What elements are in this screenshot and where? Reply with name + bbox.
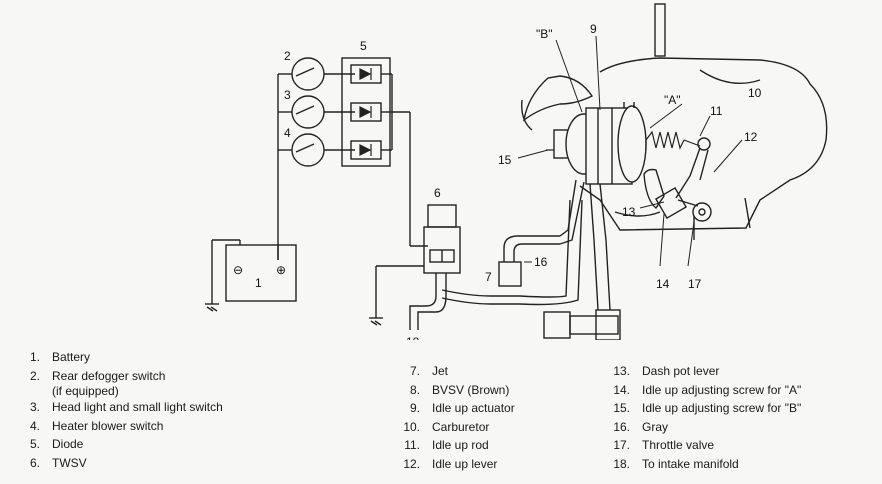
battery-plus-icon: ⊕ xyxy=(276,263,286,277)
callout-quote-a: "A" xyxy=(664,93,681,107)
legend-column-1: 1. Battery 2. Rear defogger switch (if e… xyxy=(14,348,223,472)
battery-minus-icon: ⊖ xyxy=(233,263,243,277)
callout-7: 7 xyxy=(485,270,492,284)
legend-number: 4. xyxy=(29,418,40,433)
callout-15: 15 xyxy=(498,153,512,167)
legend-text: Head light and small light switch xyxy=(52,400,223,414)
legend-column-3: 13. Dash pot lever 14. Idle up adjusting… xyxy=(604,362,801,473)
legend-text: Throttle valve xyxy=(642,438,715,452)
light-switch xyxy=(291,95,325,129)
legend-item: 14. Idle up adjusting screw for "A" xyxy=(604,381,801,400)
legend-item: 10. Carburetor xyxy=(394,418,515,437)
legend-number: 14. xyxy=(613,382,630,397)
legend-text: Idle up adjusting screw for "B" xyxy=(642,401,802,415)
legend-item: 8. BVSV (Brown) xyxy=(394,381,515,400)
legend-number: 1. xyxy=(29,350,40,364)
bvsv-valve xyxy=(543,309,621,340)
callout-quote-b: "B" xyxy=(536,27,553,41)
legend-number: 7. xyxy=(409,364,420,378)
legend-item: 17. Throttle valve xyxy=(604,436,801,455)
idle-up-actuator xyxy=(553,102,647,185)
legend-item: 3. Head light and small light switch xyxy=(14,398,223,417)
legend-item: 15. Idle up adjusting screw for "B" xyxy=(604,399,801,418)
legend-item: 11. Idle up rod xyxy=(394,436,515,455)
callout-18: 18 xyxy=(406,335,420,340)
callout-4: 4 xyxy=(284,126,291,140)
legend-column-2: 7. Jet 8. BVSV (Brown) 9. Idle up actuat… xyxy=(394,362,515,474)
battery xyxy=(205,239,297,312)
legend-text: Jet xyxy=(432,364,449,378)
legend-text: BVSV (Brown) xyxy=(432,382,510,397)
legend-item: 5. Diode xyxy=(14,435,223,454)
legend-number: 15. xyxy=(613,401,630,415)
throttle-linkage xyxy=(643,137,712,240)
legend-text: Rear defogger switch (if equipped) xyxy=(52,367,165,399)
legend-number: 16. xyxy=(613,419,630,434)
legend-text: Carburetor xyxy=(432,419,490,434)
callout-11: 11 xyxy=(710,104,723,118)
legend-text: Idle up rod xyxy=(432,438,489,452)
legend-text: To intake manifold xyxy=(642,456,739,471)
legend-number: 9. xyxy=(409,401,420,415)
heater-blower-switch xyxy=(291,133,325,167)
callout-17: 17 xyxy=(688,277,702,291)
legend-text-line1: Rear defogger switch xyxy=(52,368,166,383)
legend-item: 9. Idle up actuator xyxy=(394,399,515,418)
legend-number: 11. xyxy=(404,438,420,452)
legend-number: 10. xyxy=(403,419,420,434)
legend-item: 18. To intake manifold xyxy=(604,455,801,474)
legend-number: 6. xyxy=(29,455,40,470)
twsv-valve xyxy=(369,204,461,326)
legend-text: Gray xyxy=(642,419,669,434)
legend-item: 13. Dash pot lever xyxy=(604,362,801,381)
callout-10: 10 xyxy=(748,86,762,100)
callout-14: 14 xyxy=(656,277,670,291)
legend-text: Idle up adjusting screw for "A" xyxy=(642,382,802,397)
legend-text: Dash pot lever xyxy=(642,364,720,378)
diode-symbols xyxy=(359,68,372,156)
legend-item: 16. Gray xyxy=(604,418,801,437)
legend-number: 17. xyxy=(613,438,630,452)
callout-5: 5 xyxy=(360,39,367,53)
callout-6: 6 xyxy=(434,186,441,200)
callout-16: 16 xyxy=(534,255,548,269)
legend-text-line2: (if equipped) xyxy=(52,384,119,398)
vacuum-hoses xyxy=(409,179,611,330)
legend-number: 18. xyxy=(613,456,630,471)
switch-circuit xyxy=(277,57,428,260)
legend-item: 7. Jet xyxy=(394,362,515,381)
legend-item: 6. TWSV xyxy=(14,454,223,473)
legend-item: 1. Battery xyxy=(14,348,223,367)
legend-text: Idle up actuator xyxy=(432,401,515,415)
legend-number: 5. xyxy=(29,437,40,451)
leader-lines xyxy=(517,35,743,267)
legend-item: 12. Idle up lever xyxy=(394,455,515,474)
legend-item: 4. Heater blower switch xyxy=(14,417,223,436)
idle-up-system-diagram: ⊖ ⊕ xyxy=(205,3,828,340)
legend-text: Heater blower switch xyxy=(52,418,164,433)
legend-number: 12. xyxy=(403,456,420,471)
legend-item: 2. Rear defogger switch (if equipped) xyxy=(14,367,223,399)
callout-1: 1 xyxy=(255,276,262,290)
legend-text: Battery xyxy=(52,350,91,364)
callout-2: 2 xyxy=(284,49,291,63)
carburetor-body xyxy=(521,3,828,231)
legend-text: TWSV xyxy=(52,455,87,470)
callout-13: 13 xyxy=(622,205,636,219)
callout-12: 12 xyxy=(744,130,758,144)
callout-3: 3 xyxy=(284,88,291,102)
legend-number: 3. xyxy=(29,400,40,414)
legend-number: 13. xyxy=(613,364,630,378)
legend-number: 2. xyxy=(29,368,40,383)
legend-text: Diode xyxy=(52,437,84,451)
legend-text: Idle up lever xyxy=(432,456,498,471)
legend-number: 8. xyxy=(409,382,420,397)
callout-9: 9 xyxy=(590,22,597,36)
rear-defogger-switch xyxy=(291,57,325,91)
